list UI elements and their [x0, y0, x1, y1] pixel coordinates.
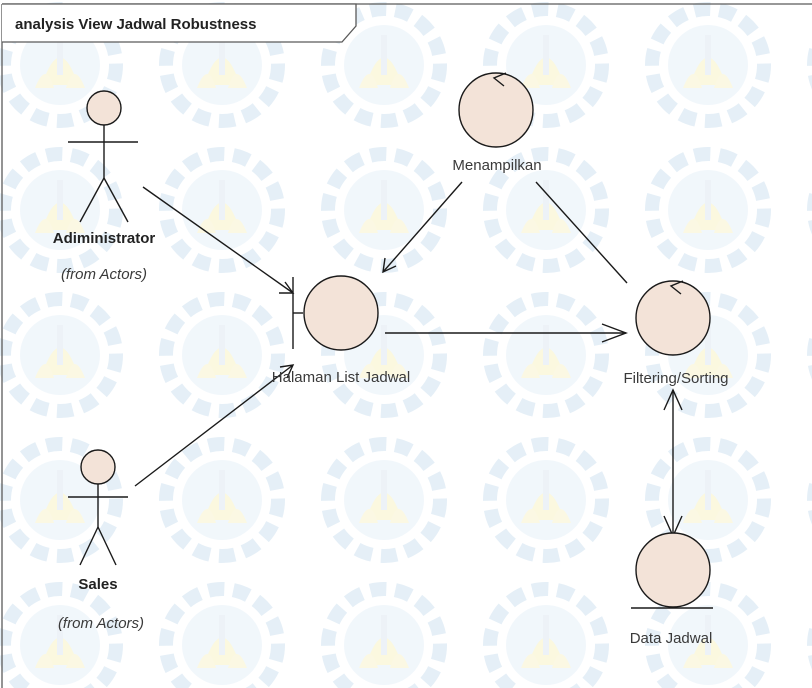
control-menampilkan-label: Menampilkan — [452, 157, 542, 174]
control-filtering-sorting[interactable] — [635, 280, 711, 356]
control-icon — [458, 72, 534, 148]
boundary-icon — [303, 275, 379, 351]
diagram-title: analysis View Jadwal Robustness — [15, 16, 257, 33]
actor-sales-note: (from Actors) — [57, 615, 145, 632]
control-icon — [635, 280, 711, 356]
actor-head-icon — [80, 449, 116, 485]
arrowhead-halaman-from-sales — [279, 364, 295, 379]
connection-sales-halaman — [134, 364, 294, 487]
connection-administrator-halaman — [142, 186, 294, 294]
actor-administrator-note: (from Actors) — [60, 266, 148, 283]
control-filtering-label: Filtering/Sorting — [623, 370, 729, 387]
entity-data-jadwal[interactable] — [631, 532, 713, 609]
entity-icon — [635, 532, 711, 608]
control-menampilkan[interactable] — [458, 72, 534, 148]
entity-data-jadwal-label: Data Jadwal — [629, 630, 713, 647]
arrowhead-filtering-from-halaman — [601, 323, 628, 343]
actor-head-icon — [86, 90, 122, 126]
actor-sales-label: Sales — [78, 576, 118, 593]
arrowhead-filtering-from-data-jadwal — [663, 388, 683, 411]
frame-title-tab — [2, 3, 357, 43]
actor-administrator[interactable] — [68, 90, 138, 223]
boundary-halaman-list-jadwal[interactable] — [292, 275, 379, 351]
arrowhead-halaman-from-menampilkan — [382, 257, 397, 274]
actor-sales[interactable] — [68, 449, 128, 566]
actor-administrator-label: Adiministrator — [52, 230, 156, 247]
boundary-halaman-label: Halaman List Jadwal — [271, 369, 411, 386]
connection-menampilkan-halaman — [382, 181, 463, 273]
diagram-frame — [1, 3, 812, 688]
connection-menampilkan-filtering — [535, 181, 628, 284]
connections — [134, 181, 683, 538]
